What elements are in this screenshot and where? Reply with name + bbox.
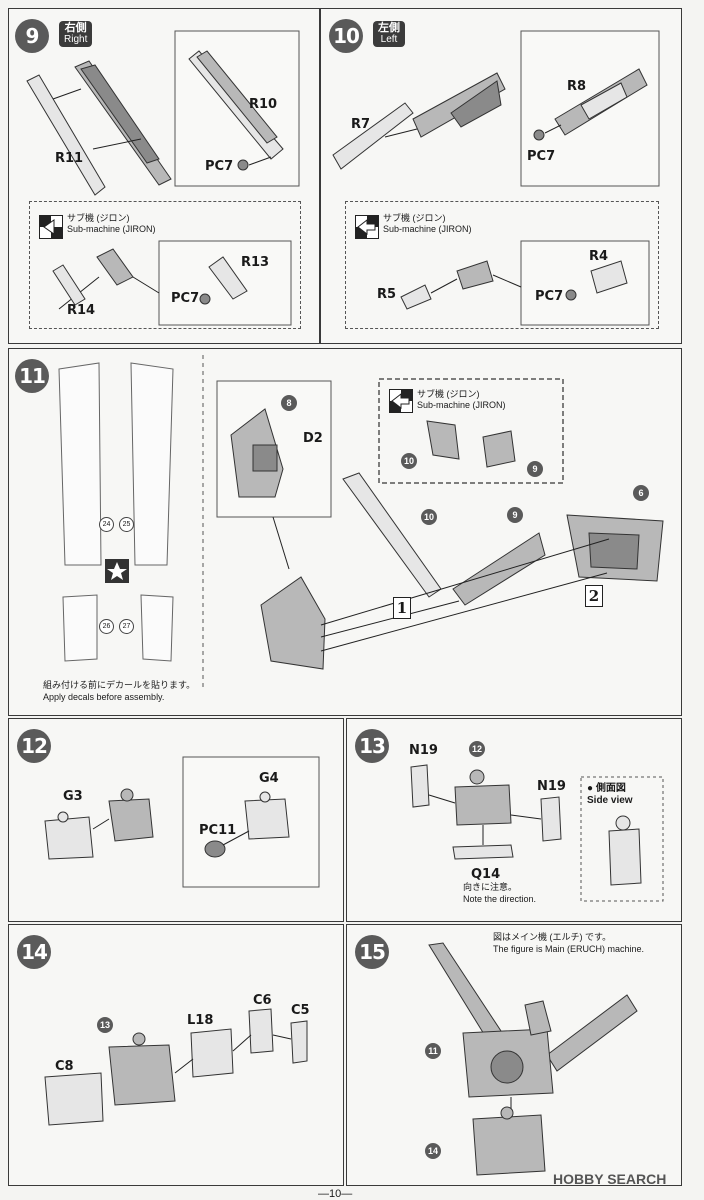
direction-note: 向きに注意。 Note the direction. (463, 881, 536, 905)
part-label-c5: C5 (291, 1003, 310, 1018)
side-en: Left (380, 34, 398, 45)
step-number: 11 (15, 359, 49, 393)
sub-machine-en: Sub-machine (JIRON) (67, 224, 156, 234)
step-13-illustration (410, 764, 664, 902)
part-label-r8: R8 (567, 79, 587, 94)
step-number: 13 (355, 729, 389, 763)
part-label-pc7: PC7 (205, 159, 234, 174)
callout-9: 9 (507, 507, 523, 523)
step-number: 12 (17, 729, 51, 763)
part-label-d2: D2 (303, 431, 323, 446)
callout-10: 10 (421, 509, 437, 525)
decal-note-jp: 組み付ける前にデカールを貼ります。 (43, 680, 196, 690)
direction-note-jp: 向きに注意。 (463, 882, 518, 892)
main-machine-note-en: The figure is Main (ERUCH) machine. (493, 944, 645, 954)
sub-machine-label: サブ機 (ジロン) Sub-machine (JIRON) (67, 213, 156, 235)
part-label-n19-left: N19 (409, 743, 438, 758)
main-machine-note-jp: 図はメイン機 (エルチ) です。 (493, 932, 612, 942)
callout-9-sub: 9 (527, 461, 543, 477)
callout-6: 6 (633, 485, 649, 501)
watermark: HOBBY SEARCH (553, 1171, 667, 1187)
sub-machine-icon (39, 215, 63, 239)
step-10-panel: 10 左側 Left R8 R7 PC7 サブ機 (ジロン) Sub-machi… (320, 8, 682, 344)
callout-14: 14 (425, 1143, 441, 1159)
part-label-c6: C6 (253, 993, 272, 1008)
part-label-pc11: PC11 (199, 823, 237, 838)
side-view-label: ● 側面図 Side view (587, 783, 633, 807)
step-14-illustration (44, 1008, 308, 1126)
sub-machine-label: サブ機 (ジロン) Sub-machine (JIRON) (417, 389, 506, 411)
sub-machine-en: Sub-machine (JIRON) (383, 224, 472, 234)
sub-machine-jp: サブ機 (ジロン) (383, 213, 446, 223)
part-label-r4: R4 (589, 249, 609, 264)
callout-10-sub: 10 (401, 453, 417, 469)
side-label: 左側 Left (373, 21, 405, 47)
step-15-illustration (428, 942, 638, 1176)
sub-machine-jp: サブ機 (ジロン) (417, 389, 480, 399)
step-9-illustration (26, 30, 300, 326)
part-label-l18: L18 (187, 1013, 214, 1028)
part-label-r14: R14 (67, 303, 96, 318)
side-jp: 右側 (64, 22, 87, 34)
direction-note-en: Note the direction. (463, 894, 537, 904)
part-label-r5: R5 (377, 287, 397, 302)
side-view-jp: ● 側面図 (587, 783, 626, 794)
main-machine-note: 図はメイン機 (エルチ) です。 The figure is Main (ERU… (493, 931, 644, 955)
callout-12: 12 (469, 741, 485, 757)
side-en: Right (64, 34, 88, 45)
path-box-2: 2 (585, 585, 603, 607)
sub-machine-en: Sub-machine (JIRON) (417, 400, 506, 410)
step-12-panel: 12 G3 G4 PC11 (8, 718, 344, 922)
decal-note: 組み付ける前にデカールを貼ります。 Apply decals before as… (43, 679, 195, 703)
callout-13: 13 (97, 1017, 113, 1033)
step-10-illustration (332, 30, 660, 326)
sub-machine-icon (389, 389, 413, 413)
part-label-g4: G4 (259, 771, 279, 786)
step-9-panel: 9 右側 Right R10 PC7 R11 サブ機 (ジロン) Sub-mac… (8, 8, 320, 344)
decal-27: 27 (119, 619, 134, 634)
side-view-en: Side view (587, 795, 633, 806)
page-number: —10— (318, 1188, 353, 1200)
part-label-n19-right: N19 (537, 779, 566, 794)
step-13-panel: 13 N19 12 N19 Q14 向きに注意。 Note the direct… (346, 718, 682, 922)
step-number: 15 (355, 935, 389, 969)
side-label: 右側 Right (59, 21, 93, 47)
part-label-pc7-sub: PC7 (535, 289, 564, 304)
sub-machine-icon (355, 215, 379, 239)
decal-note-en: Apply decals before assembly. (43, 692, 165, 702)
step-15-panel: 15 図はメイン機 (エルチ) です。 The figure is Main (… (346, 924, 682, 1187)
part-label-r7: R7 (351, 117, 371, 132)
step-number: 9 (15, 19, 49, 53)
part-label-q14: Q14 (471, 867, 501, 882)
part-label-g3: G3 (63, 789, 83, 804)
step-number: 10 (329, 19, 363, 53)
callout-11: 11 (425, 1043, 441, 1059)
step-14-panel: 14 13 L18 C6 C5 C8 (8, 924, 344, 1186)
part-label-pc7-sub: PC7 (171, 291, 200, 306)
step-number: 14 (17, 935, 51, 969)
side-jp: 左側 (378, 22, 400, 34)
part-label-pc7: PC7 (527, 149, 556, 164)
sub-machine-box (345, 201, 659, 329)
callout-8: 8 (281, 395, 297, 411)
part-label-r13: R13 (241, 255, 270, 270)
step-11-panel: 11 8 D2 サブ機 (ジロン) Sub-machine (JIRON) (8, 348, 682, 716)
step-11-illustration (58, 355, 664, 689)
part-label-r11: R11 (55, 151, 84, 166)
decal-25: 25 (119, 517, 134, 532)
sub-machine-jp: サブ機 (ジロン) (67, 213, 130, 223)
sub-machine-label: サブ機 (ジロン) Sub-machine (JIRON) (383, 213, 472, 235)
part-label-r10: R10 (249, 97, 278, 112)
path-box-1: 1 (393, 597, 411, 619)
sub-machine-box (29, 201, 301, 329)
decal-24: 24 (99, 517, 114, 532)
step-12-illustration (44, 756, 320, 888)
decal-26: 26 (99, 619, 114, 634)
part-label-c8: C8 (55, 1059, 74, 1074)
